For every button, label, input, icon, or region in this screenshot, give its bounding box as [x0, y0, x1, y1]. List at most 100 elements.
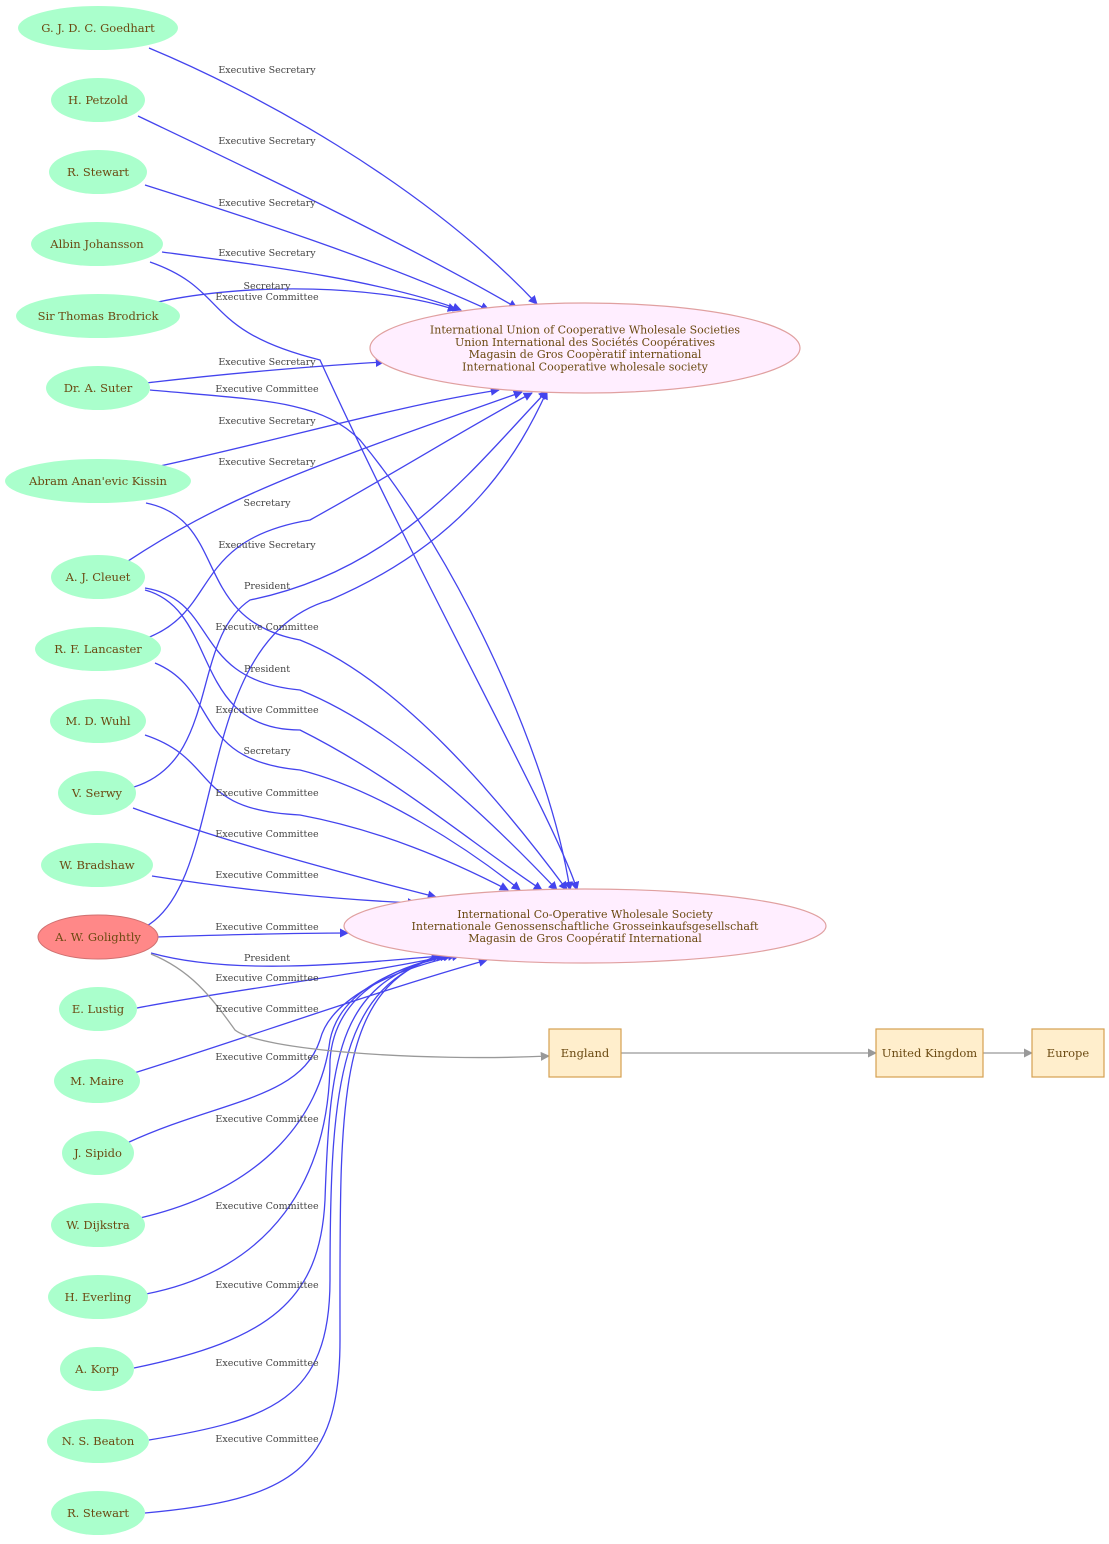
- person-label: W. Dijkstra: [66, 1218, 130, 1232]
- edge-golightly-to-iucws: [144, 390, 548, 928]
- person-ellipse: [59, 987, 137, 1031]
- edge-suter-to-icws: [149, 389, 574, 891]
- person-node-golightly[interactable]: A. W. Golightly: [37, 914, 159, 960]
- edge-petzold-to-iucws: [137, 115, 518, 309]
- person-ellipse: [54, 1059, 140, 1103]
- person-label: Abram Anan'evic Kissin: [28, 474, 168, 488]
- org-label-line: Magasin de Gros Coopèratif international: [469, 348, 702, 361]
- person-label: R. Stewart: [67, 1506, 129, 1520]
- edge-golightly-to-icws: [156, 928, 349, 938]
- edge-dijkstra-to-icws: [139, 951, 457, 1219]
- person-label: M. Maire: [70, 1074, 124, 1088]
- edge-johansson-to-icws: [149, 261, 580, 891]
- nodes-layer: International Union of Cooperative Whole…: [5, 6, 1105, 1535]
- person-label: Dr. A. Suter: [64, 381, 133, 395]
- edge-beaton-to-icws: [148, 952, 445, 1441]
- person-node-stewart2[interactable]: R. Stewart: [51, 1491, 145, 1535]
- person-ellipse: [35, 627, 161, 671]
- person-node-lustig[interactable]: E. Lustig: [59, 987, 137, 1031]
- edge-serwy-to-iucws: [133, 390, 548, 788]
- person-node-petzold[interactable]: H. Petzold: [51, 78, 145, 122]
- person-ellipse: [46, 366, 150, 410]
- person-node-maire[interactable]: M. Maire: [54, 1059, 140, 1103]
- org-ellipse: [369, 302, 801, 394]
- person-ellipse: [37, 914, 159, 960]
- person-node-korp[interactable]: A. Korp: [60, 1347, 134, 1391]
- person-node-beaton[interactable]: N. S. Beaton: [47, 1419, 149, 1463]
- person-node-cleuet[interactable]: A. J. Cleuet: [51, 555, 145, 599]
- person-node-wuhl[interactable]: M. D. Wuhl: [50, 699, 146, 743]
- person-ellipse: [48, 1275, 148, 1319]
- person-node-sipido[interactable]: J. Sipido: [62, 1131, 134, 1175]
- edge-label: Executive Secretary: [218, 136, 316, 147]
- place-node-england[interactable]: England: [548, 1028, 622, 1078]
- edge-johansson-to-iucws: [161, 251, 462, 312]
- edge-stewart1-to-iucws: [144, 184, 490, 311]
- person-label: R. Stewart: [67, 165, 129, 179]
- place-node-europe[interactable]: Europe: [1031, 1028, 1105, 1078]
- edge-label: Executive Committee: [215, 622, 319, 633]
- person-ellipse: [18, 6, 178, 50]
- edge-label: Executive Committee: [215, 1434, 319, 1445]
- person-node-lancaster[interactable]: R. F. Lancaster: [35, 627, 161, 671]
- edge-label: Executive Secretary: [218, 248, 316, 259]
- person-node-kissin[interactable]: Abram Anan'evic Kissin: [5, 459, 191, 503]
- person-node-goedhart[interactable]: G. J. D. C. Goedhart: [18, 6, 178, 50]
- edge-everling-to-icws: [145, 952, 453, 1295]
- edge-stewart2-to-icws: [144, 953, 441, 1514]
- place-label: United Kingdom: [882, 1046, 978, 1060]
- person-ellipse: [50, 699, 146, 743]
- edge-label: Executive Committee: [215, 1114, 319, 1125]
- org-label-line: Magasin de Gros Coopératif International: [468, 932, 702, 945]
- person-node-stewart1[interactable]: R. Stewart: [49, 150, 147, 194]
- org-node-icws[interactable]: International Co-Operative Wholesale Soc…: [343, 888, 827, 964]
- person-ellipse: [5, 459, 191, 503]
- person-node-serwy[interactable]: V. Serwy: [58, 771, 136, 815]
- person-ellipse: [16, 294, 180, 338]
- person-label: A. W. Golightly: [54, 930, 141, 944]
- org-label-line: International Cooperative wholesale soci…: [462, 360, 708, 373]
- edge-goedhart-to-iucws: [148, 47, 538, 305]
- org-node-iucws[interactable]: International Union of Cooperative Whole…: [369, 302, 801, 394]
- person-node-everling[interactable]: H. Everling: [48, 1275, 148, 1319]
- person-label: M. D. Wuhl: [65, 714, 130, 728]
- place-node-uk[interactable]: United Kingdom: [875, 1028, 984, 1078]
- person-node-suter[interactable]: Dr. A. Suter: [46, 366, 150, 410]
- person-node-dijkstra[interactable]: W. Dijkstra: [51, 1203, 145, 1247]
- org-ellipse: [343, 888, 827, 964]
- edge-label: Executive Secretary: [218, 65, 316, 76]
- edge-label: President: [244, 581, 290, 592]
- org-label-line: International Co-Operative Wholesale Soc…: [457, 908, 713, 921]
- edge-label: Executive Committee: [215, 788, 319, 799]
- person-node-johansson[interactable]: Albin Johansson: [31, 222, 163, 266]
- person-node-brodrick[interactable]: Sir Thomas Brodrick: [16, 294, 180, 338]
- person-ellipse: [51, 555, 145, 599]
- edge-brodrick-to-iucws: [157, 288, 457, 312]
- edge-bradshaw-to-icws: [151, 875, 417, 908]
- person-node-bradshaw[interactable]: W. Bradshaw: [41, 843, 153, 887]
- person-ellipse: [51, 1491, 145, 1535]
- edge-label: Secretary: [243, 498, 291, 509]
- edge-label: Executive Committee: [215, 1358, 319, 1369]
- edges-layer: [124, 47, 1033, 1514]
- person-label: A. J. Cleuet: [65, 570, 131, 584]
- edge-suter-to-iucws: [145, 357, 385, 384]
- edge-serwy-to-icws: [132, 807, 437, 900]
- person-label: J. Sipido: [73, 1146, 122, 1160]
- person-label: W. Bradshaw: [59, 858, 134, 872]
- edge-korp-to-icws: [133, 952, 449, 1369]
- org-label-line: Union International des Sociétés Coopéra…: [455, 336, 715, 349]
- place-box: [875, 1028, 984, 1078]
- place-label: England: [561, 1046, 610, 1060]
- edge-label: Executive Secretary: [218, 357, 316, 368]
- edge-lancaster-to-iucws: [146, 392, 533, 639]
- person-label: H. Petzold: [68, 93, 129, 107]
- edge-kissin-to-iucws: [159, 386, 500, 467]
- edge-label: Secretary: [243, 281, 291, 292]
- edge-label: Executive Committee: [215, 1280, 319, 1291]
- edge-label: Executive Secretary: [218, 416, 316, 427]
- edge-label: Executive Committee: [215, 973, 319, 984]
- place-label: Europe: [1047, 1046, 1090, 1060]
